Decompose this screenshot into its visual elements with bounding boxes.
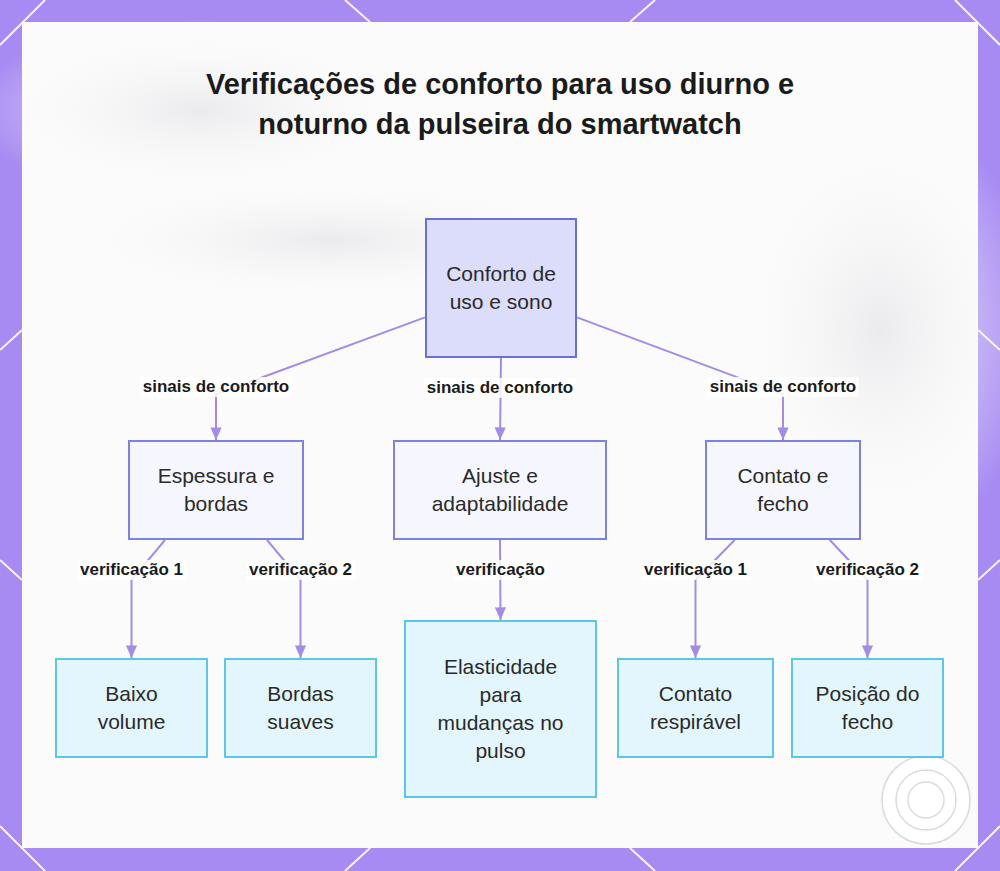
category-box: Espessura e bordas (128, 440, 304, 540)
node-label: Bordas suaves (251, 680, 351, 736)
node-label: Ajuste e adaptabilidade (405, 462, 595, 518)
edge-label: verificação 1 (77, 560, 186, 580)
check-box: Baixo volume (55, 658, 208, 758)
connector (499, 540, 502, 620)
edge-label: sinais de conforto (140, 377, 292, 397)
diagram-title: Verificações de conforto para uso diurno… (190, 64, 810, 144)
logo-mark (882, 756, 970, 844)
edge-label: verificação 2 (813, 560, 922, 580)
edge-label: verificação 2 (246, 560, 355, 580)
connector (500, 358, 501, 440)
edge-label: sinais de conforto (424, 378, 576, 398)
connector (696, 540, 735, 658)
edge-label: verificação 1 (641, 560, 750, 580)
node-label: Contato e fecho (723, 462, 843, 518)
check-box: Contato respirável (617, 658, 774, 758)
node-label: Elasticidade para mudanças no pulso (431, 653, 571, 765)
node-label: Baixo volume (82, 680, 182, 736)
connector (267, 540, 300, 658)
node-label: Posição do fecho (813, 680, 923, 736)
check-box: Elasticidade para mudanças no pulso (404, 620, 597, 798)
edge-label: sinais de conforto (707, 377, 859, 397)
category-box: Ajuste e adaptabilidade (393, 440, 607, 540)
node-label: Contato respirável (633, 680, 758, 736)
node-label: Espessura e bordas (151, 462, 281, 518)
connector (830, 540, 868, 658)
edge-label: verificação (453, 560, 548, 580)
check-box: Bordas suaves (224, 658, 377, 758)
node-label: Conforto de uso e sono (444, 260, 559, 316)
connector (132, 540, 165, 658)
category-box: Contato e fecho (705, 440, 861, 540)
root-box: Conforto de uso e sono (425, 218, 577, 358)
check-box: Posição do fecho (791, 658, 944, 758)
